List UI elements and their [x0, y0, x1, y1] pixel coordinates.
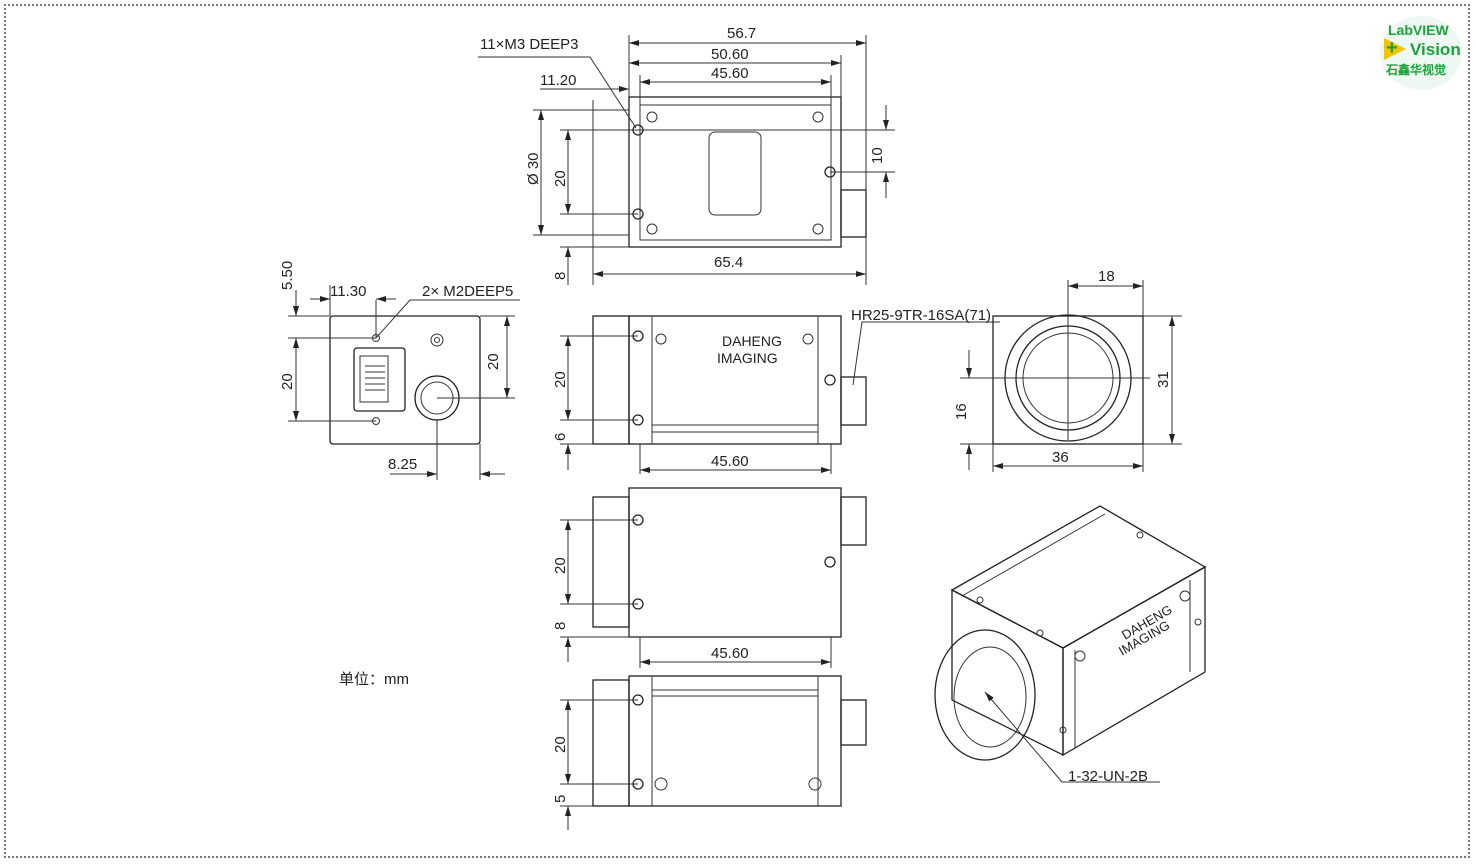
brand-daheng: DAHENG: [722, 333, 782, 349]
dim-20-top: 20: [552, 170, 569, 187]
dim-56-7: 56.7: [727, 25, 756, 42]
unit-label: 单位：mm: [339, 671, 409, 688]
play-triangle-icon: [1384, 38, 1406, 60]
dim-45-60-top: 45.60: [711, 65, 749, 82]
back-view: 5.50 11.30 2× M2DEEP5 20 20 8.25: [279, 261, 520, 480]
dim-45-60-side: 45.60: [711, 453, 749, 470]
dim-11-20: 11.20: [540, 72, 576, 89]
drawing-border: [4, 4, 1470, 858]
logo-line2: Vision: [1410, 40, 1461, 59]
logo-line1: LabVIEW: [1388, 22, 1449, 38]
connector-label: HR25-9TR-16SA(71): [851, 307, 991, 324]
iso-view: DAHENG IMAGING 1-32-UN-2B: [934, 505, 1207, 785]
dim-5-50: 5.50: [279, 261, 296, 290]
dim-20-side: 20: [552, 371, 569, 388]
dim-16: 16: [953, 403, 970, 420]
dim-50-60: 50.60: [711, 46, 749, 63]
bottom-view-2: 20 5: [552, 675, 867, 830]
dim-20-bottom2: 20: [552, 736, 569, 753]
dim-20-bottom1: 20: [552, 557, 569, 574]
dim-5: 5: [552, 795, 569, 803]
dim-8-25: 8.25: [388, 456, 417, 473]
dim-8-top: 8: [552, 272, 569, 280]
dim-10: 10: [869, 147, 886, 164]
logo-line3: 石鑫华视觉: [1386, 63, 1447, 77]
side-view: DAHENG IMAGING 20 6 45.60 HR25-9TR-16SA(…: [552, 307, 1000, 474]
dim-8-bottom1: 8: [552, 622, 569, 630]
hole-note-m2: 2× M2DEEP5: [422, 283, 513, 300]
front-view: 18 31 16 36: [953, 268, 1182, 472]
top-view: 56.7 50.60 45.60 11.20 65.4 11×M3 DEEP3 …: [478, 25, 895, 285]
hole-note-m3: 11×M3 DEEP3: [480, 36, 579, 53]
dim-20-back-left: 20: [279, 373, 296, 390]
thread-label: 1-32-UN-2B: [1068, 768, 1148, 785]
dim-65-4: 65.4: [714, 254, 743, 271]
dim-18: 18: [1098, 268, 1115, 285]
dim-31: 31: [1155, 371, 1172, 388]
dim-45-60-bottom: 45.60: [711, 645, 749, 662]
dim-20-back-right: 20: [485, 353, 502, 370]
brand-imaging: IMAGING: [717, 350, 778, 366]
dim-dia-30: Ø 30: [525, 152, 542, 185]
plus-icon: +: [1386, 37, 1398, 59]
dim-11-30: 11.30: [330, 283, 366, 300]
bottom-view-1: 20 8 45.60: [552, 487, 867, 668]
labview-vision-logo: LabVIEW + Vision 石鑫华视觉: [1380, 16, 1462, 90]
dim-6: 6: [552, 433, 569, 441]
dim-36: 36: [1052, 449, 1069, 466]
